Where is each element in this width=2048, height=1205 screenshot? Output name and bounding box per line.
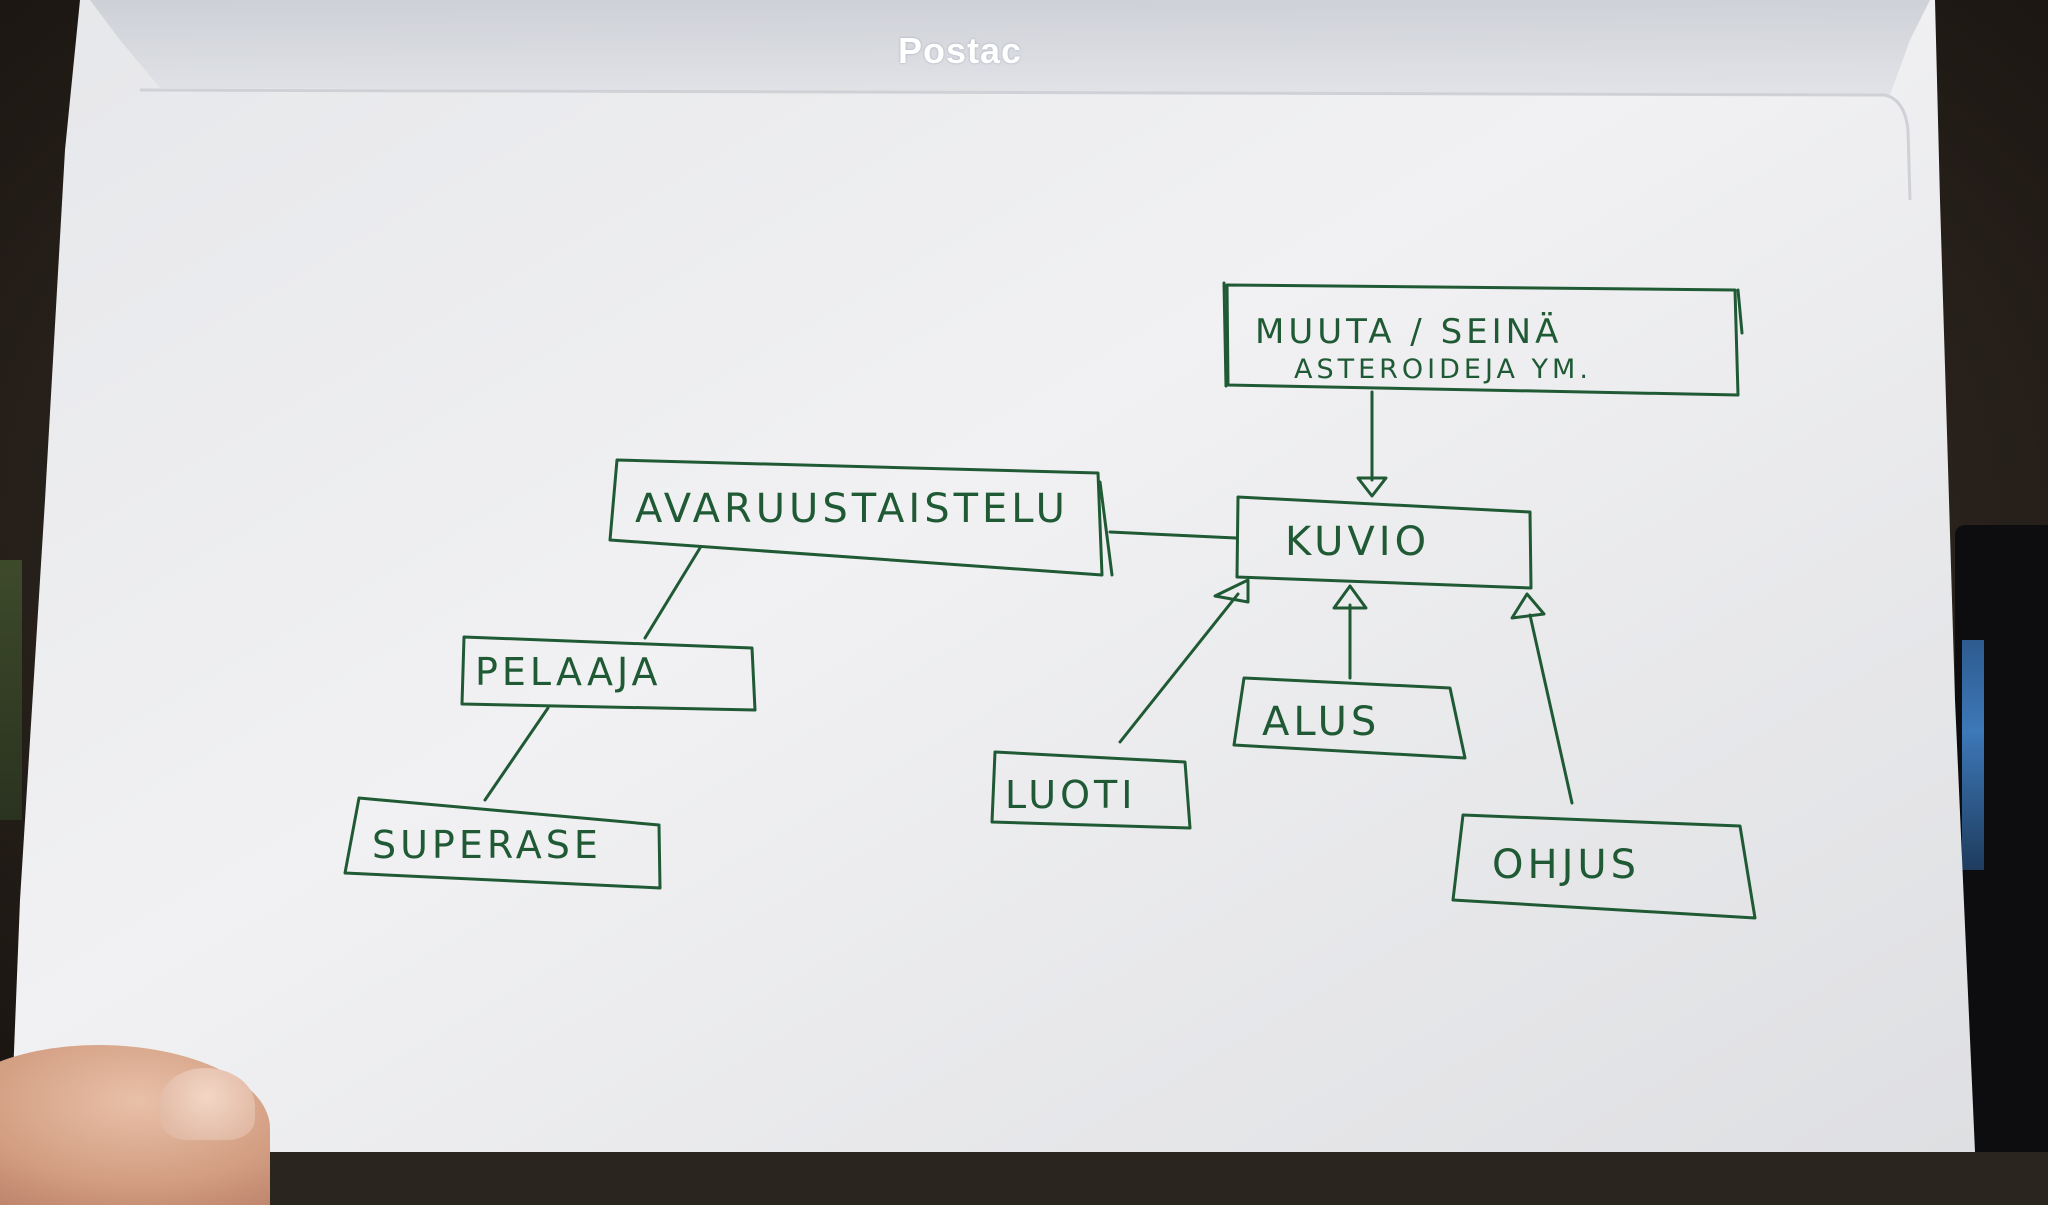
background-device-screen [1962, 640, 1984, 870]
box-avaruustaistelu: AVARUUSTAISTELU [608, 458, 1114, 577]
line-pelaaja-superase [483, 706, 550, 802]
box-kuvio: KUVIO [1235, 495, 1533, 590]
box-alus: ALUS [1232, 676, 1467, 760]
box-muuta-seina: MUUTA / SEINÄ ASTEROIDEJA YM. [1222, 281, 1744, 397]
inherit-arrow-alus-kuvio [1332, 584, 1368, 680]
box-muuta-line1: MUUTA / SEINÄ [1255, 312, 1562, 352]
inherit-arrow-ohjus-kuvio [1510, 592, 1574, 805]
envelope-brand-text: Postac [897, 30, 1023, 71]
box-kuvio-label: KUVIO [1285, 519, 1430, 565]
box-superase-label: SUPERASE [372, 823, 602, 867]
inherit-arrow-luoti-kuvio [1118, 578, 1250, 744]
envelope-flap [90, 0, 1930, 95]
box-luoti: LUOTI [990, 750, 1192, 830]
box-ohjus: OHJUS [1451, 813, 1757, 920]
box-luoti-label: LUOTI [1005, 773, 1136, 817]
box-avaruustaistelu-label: AVARUUSTAISTELU [635, 486, 1069, 532]
box-ohjus-label: OHJUS [1492, 842, 1640, 888]
flap-fold-line [139, 88, 1912, 201]
line-avaruustaistelu-pelaaja [643, 546, 702, 640]
box-pelaaja-label: PELAAJA [475, 650, 662, 694]
box-superase: SUPERASE [343, 796, 662, 890]
box-muuta-line2: ASTEROIDEJA YM. [1294, 354, 1592, 385]
class-diagram: MUUTA / SEINÄ ASTEROIDEJA YM. AVARUUSTAI… [343, 281, 1757, 920]
thumb-nail [160, 1068, 255, 1140]
line-avaruustaistelu-kuvio [1108, 530, 1238, 540]
box-pelaaja: PELAAJA [460, 635, 757, 712]
arrow-muuta-to-kuvio [1356, 390, 1388, 498]
background-plant [0, 560, 22, 820]
box-alus-label: ALUS [1262, 699, 1380, 745]
